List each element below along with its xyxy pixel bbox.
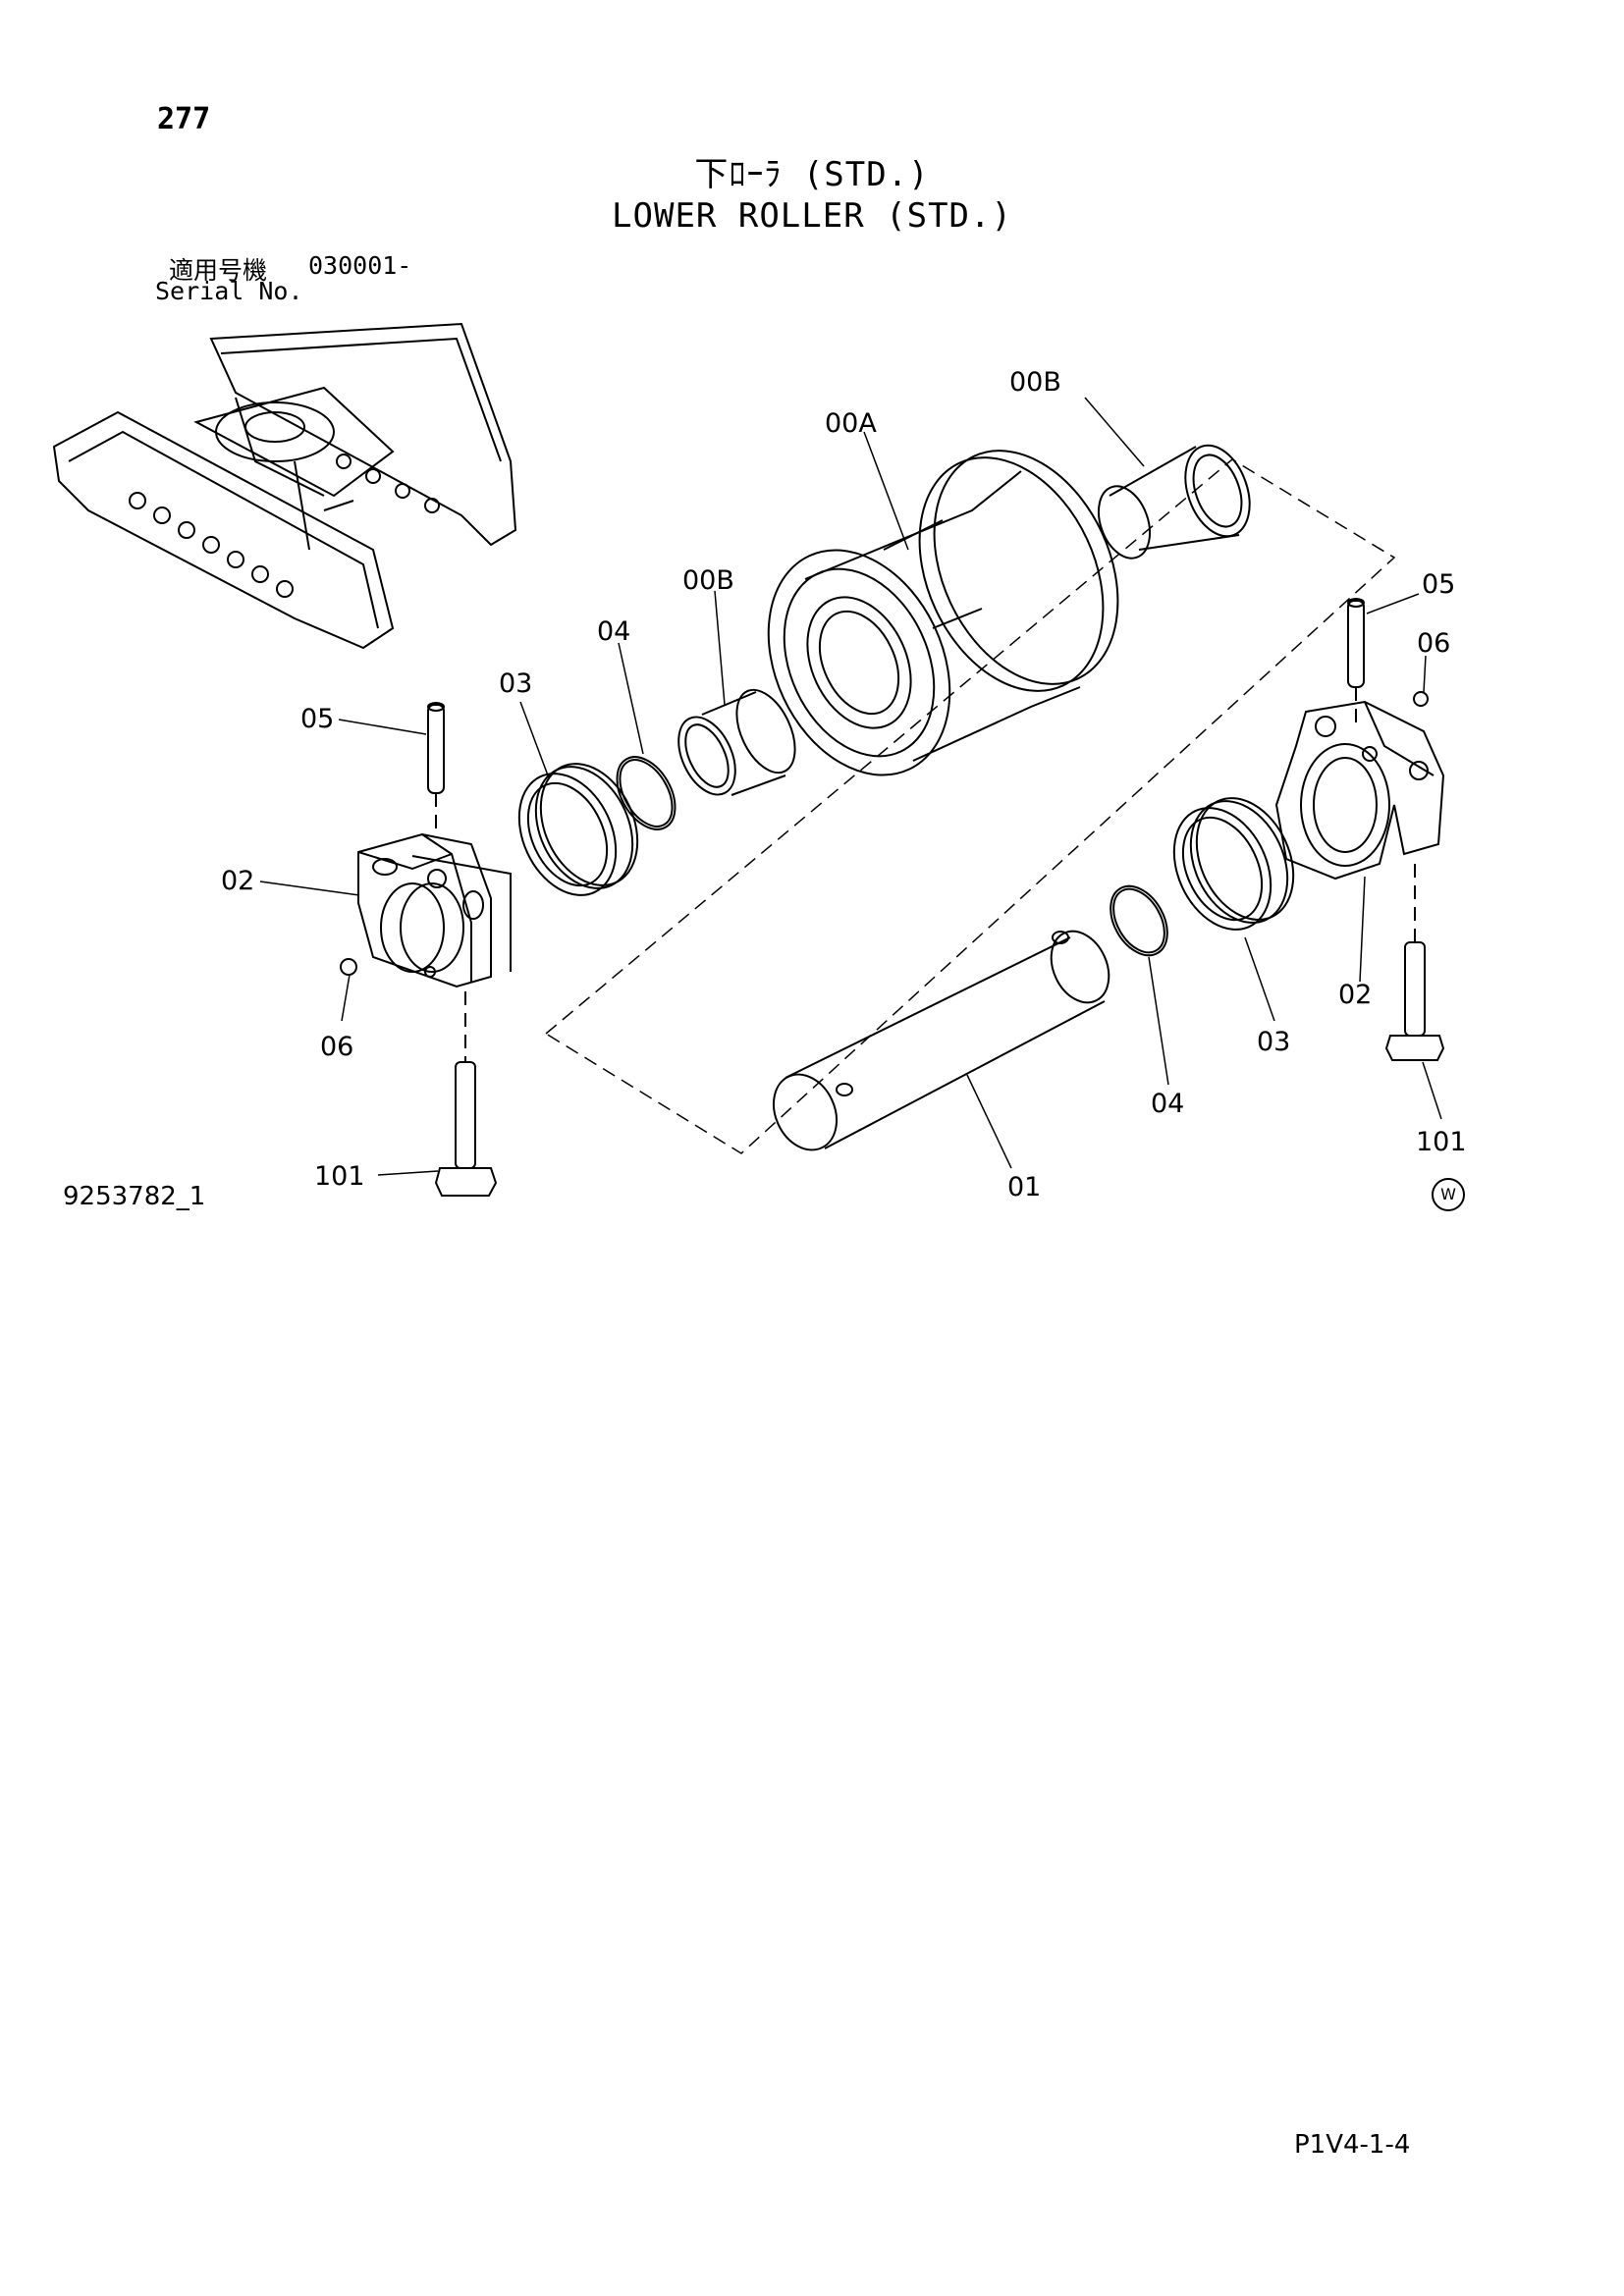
part-bolt-101-right [1384,864,1445,1061]
part-pin-05-left [427,702,445,794]
callout-03-left: 03 [499,668,532,699]
assembly-envelope [544,458,1396,1154]
part-bolt-101-left [434,991,498,1197]
callout-101-left: 101 [314,1161,365,1192]
drawing-number: 9253782_1 [63,1182,206,1211]
title-english: LOWER ROLLER (STD.) [612,196,1012,236]
part-seal-03-left [517,763,639,896]
callout-05-left: 05 [300,704,334,734]
callout-01: 01 [1007,1172,1041,1202]
callout-00B-left: 00B [682,565,734,596]
part-oring-04-top [616,756,677,830]
part-plug-06-right [1413,691,1429,707]
part-bushing-00B-top [1097,444,1251,560]
part-seal-03-right [1172,797,1295,931]
callout-04-top: 04 [597,616,630,647]
w-circle-mark: W [1432,1178,1465,1211]
serial-label-japanese: 適用号機 [169,256,268,285]
callout-02-right: 02 [1338,980,1372,1010]
callout-04-bottom: 04 [1151,1089,1184,1119]
page-code: P1V4-1-4 [1294,2130,1411,2160]
part-plug-06-left [340,958,357,976]
part-roller-00A [767,450,1119,776]
page-number: 277 [157,102,211,136]
serial-label-english: Serial No. [155,277,303,305]
callout-03-right: 03 [1257,1027,1290,1057]
part-collar-02-right [1274,700,1445,881]
callout-00A: 00A [825,408,877,439]
part-oring-04-bottom [1110,884,1168,957]
callout-05-right: 05 [1422,569,1455,600]
callout-02-left: 02 [221,866,254,896]
part-pin-05-right [1347,598,1365,726]
callout-00B-top: 00B [1009,367,1061,398]
callout-06-right: 06 [1417,628,1450,659]
undercarriage-thumbnail [52,322,517,650]
part-bushing-00B-left [677,688,796,796]
serial-value: 030001- [308,251,412,280]
callout-06-left: 06 [320,1032,353,1062]
callout-101-right: 101 [1416,1127,1467,1157]
leader-lines [259,397,1442,1176]
part-shaft-01 [772,930,1110,1151]
part-collar-02-left [357,832,512,988]
title-japanese: 下ﾛｰﾗ (STD.) [694,155,930,194]
